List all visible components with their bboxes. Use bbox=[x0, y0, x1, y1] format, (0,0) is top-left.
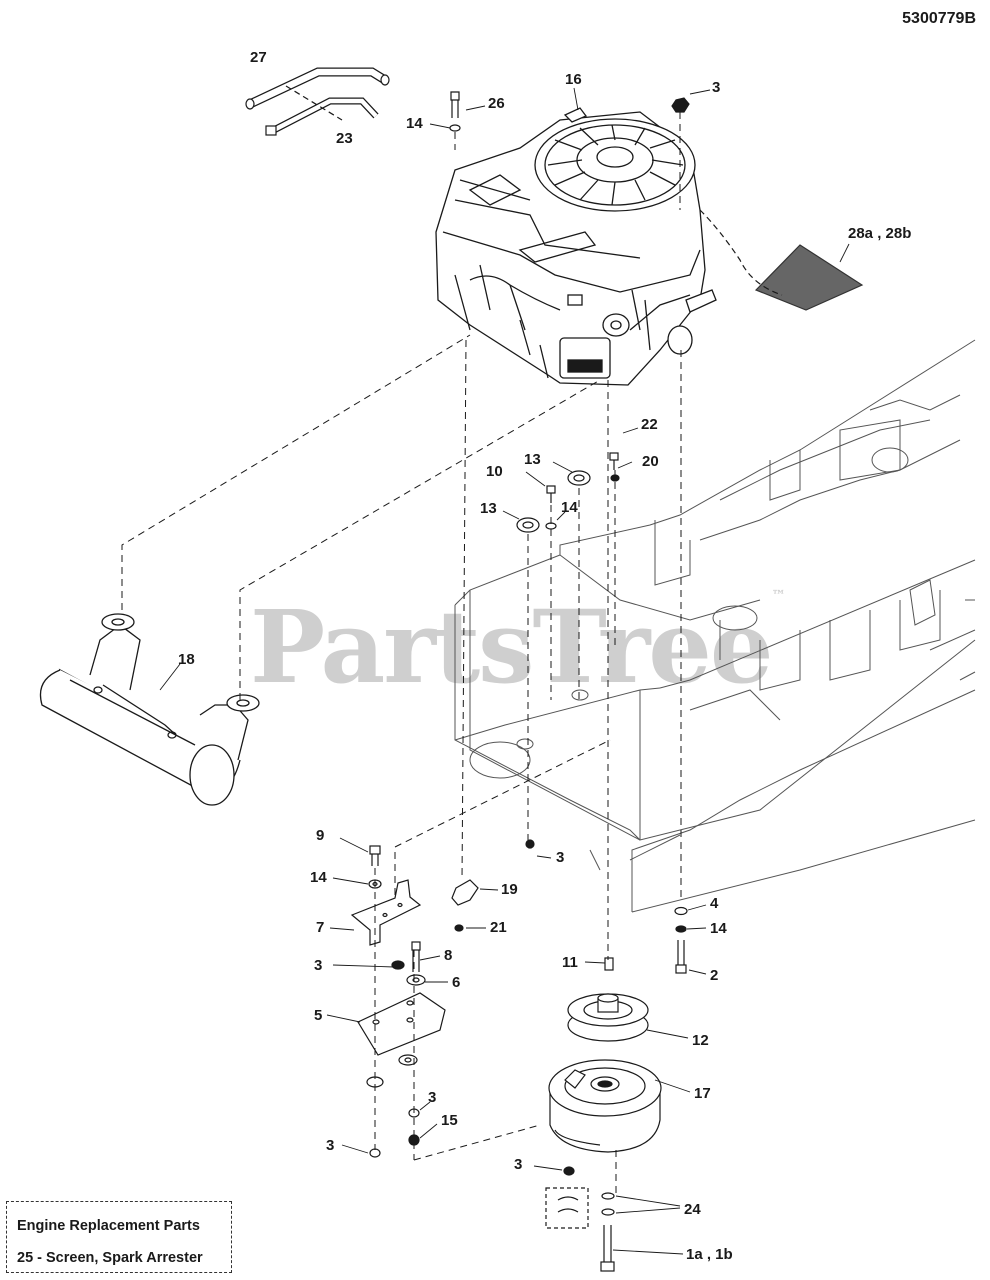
callout-27: 27 bbox=[250, 49, 267, 66]
callout-5: 5 bbox=[314, 1007, 322, 1024]
nut-3-low2 bbox=[369, 1148, 381, 1158]
key-11 bbox=[604, 957, 614, 971]
clutch-17 bbox=[548, 1059, 662, 1153]
callout-7: 7 bbox=[316, 919, 324, 936]
bracket-7 bbox=[350, 879, 422, 946]
watermark-mark: ™ bbox=[771, 588, 786, 604]
callout-3-clutch: 3 bbox=[514, 1156, 522, 1173]
washer-6 bbox=[406, 974, 426, 986]
watermark-text: PartsTree bbox=[250, 588, 774, 706]
nut-3-frame bbox=[525, 839, 535, 849]
nut-21 bbox=[454, 924, 464, 932]
engine bbox=[435, 107, 717, 386]
nut-3-bracket bbox=[391, 960, 405, 970]
chassis-frame bbox=[454, 339, 976, 913]
washer-mid-plate bbox=[398, 1054, 418, 1066]
callout-19: 19 bbox=[501, 881, 518, 898]
washer-14-right bbox=[675, 925, 687, 933]
bolt-9 bbox=[369, 845, 381, 866]
callout-21: 21 bbox=[490, 919, 507, 936]
callout-17: 17 bbox=[694, 1085, 711, 1102]
plate-5 bbox=[357, 992, 446, 1056]
callout-12: 12 bbox=[692, 1032, 709, 1049]
drawing-number: 5300779B bbox=[902, 10, 976, 27]
callout-1: 1a , 1b bbox=[686, 1246, 733, 1263]
pulley-12 bbox=[567, 993, 649, 1042]
nut-3-clutch bbox=[563, 1166, 575, 1176]
callout-3-bracket: 3 bbox=[314, 957, 322, 974]
decal-28 bbox=[754, 244, 864, 311]
bushing-13-lower bbox=[516, 517, 540, 533]
clamp-19 bbox=[451, 879, 479, 906]
callout-6: 6 bbox=[452, 974, 460, 991]
muffler-18 bbox=[39, 613, 260, 806]
callout-20: 20 bbox=[642, 453, 659, 470]
callout-9: 9 bbox=[316, 827, 324, 844]
callout-3-low2: 3 bbox=[326, 1137, 334, 1154]
callout-14-left: 14 bbox=[310, 869, 327, 886]
bolt-1 bbox=[600, 1225, 615, 1272]
callout-8: 8 bbox=[444, 947, 452, 964]
callout-14-right: 14 bbox=[710, 920, 727, 937]
callout-10: 10 bbox=[486, 463, 503, 480]
callout-22: 22 bbox=[641, 416, 658, 433]
callout-28: 28a , 28b bbox=[848, 225, 911, 242]
legend-line-screen: 25 - Screen, Spark Arrester bbox=[17, 1250, 203, 1266]
callout-11: 11 bbox=[562, 954, 578, 971]
replacement-parts-legend: Engine Replacement Parts 25 - Screen, Sp… bbox=[6, 1201, 232, 1273]
callout-23: 23 bbox=[336, 130, 353, 147]
callout-3-top: 3 bbox=[712, 79, 720, 96]
callout-13-upper: 13 bbox=[524, 451, 541, 468]
callout-2: 2 bbox=[710, 967, 718, 984]
spacers-24 bbox=[601, 1192, 615, 1216]
bolt-2 bbox=[675, 940, 687, 974]
bolt-22 bbox=[609, 452, 619, 470]
callout-3-frame: 3 bbox=[556, 849, 564, 866]
tube-27 bbox=[245, 67, 390, 110]
callout-15: 15 bbox=[441, 1112, 458, 1129]
bolt-10 bbox=[546, 485, 556, 503]
nut-3-top bbox=[671, 97, 690, 113]
legend-line-engine: Engine Replacement Parts bbox=[17, 1218, 200, 1234]
callout-18: 18 bbox=[178, 651, 195, 668]
callout-24: 24 bbox=[684, 1201, 701, 1218]
watermark: PartsTree™ bbox=[250, 588, 786, 706]
callout-labels: 27 23 26 14 16 3 28a , 28b 22 13 20 10 1… bbox=[178, 49, 911, 1263]
callout-4: 4 bbox=[710, 895, 719, 912]
callout-14-top: 14 bbox=[406, 115, 423, 132]
bolt-8 bbox=[411, 941, 421, 972]
callout-14-mid: 14 bbox=[561, 499, 578, 516]
callout-13-lower: 13 bbox=[480, 500, 497, 517]
tube-23 bbox=[265, 97, 379, 136]
bolt-26 bbox=[450, 91, 460, 118]
bushing-13-upper bbox=[567, 470, 591, 486]
washer-4 bbox=[674, 906, 688, 916]
callout-3-low1: 3 bbox=[428, 1089, 436, 1106]
callout-26: 26 bbox=[488, 95, 505, 112]
callout-16: 16 bbox=[565, 71, 582, 88]
washer-14-top bbox=[449, 124, 461, 132]
